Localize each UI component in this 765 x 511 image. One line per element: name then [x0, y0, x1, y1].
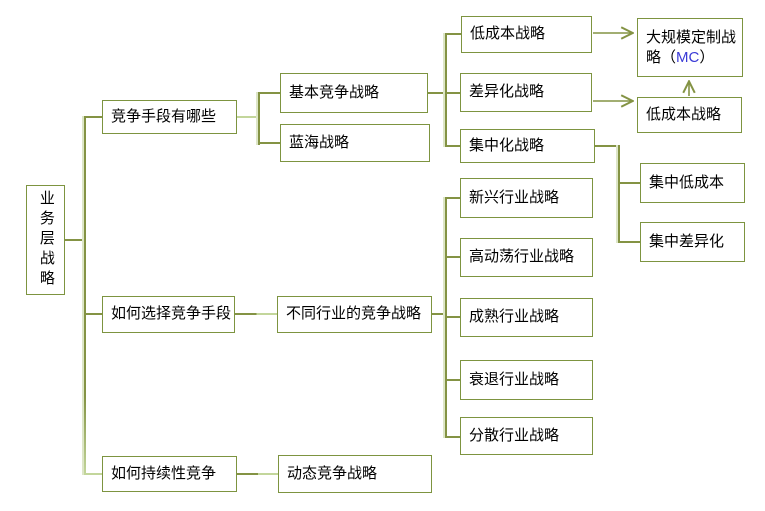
node-mass-customization[interactable]: 大规模定制战略（MC）	[637, 18, 743, 77]
node-label: 低成本战略	[646, 105, 722, 123]
connector-industry-bracket	[432, 313, 446, 315]
connector-to-turbulent	[445, 256, 461, 258]
node-label: 动态竞争战略	[287, 464, 378, 482]
node-label: 分散行业战略	[469, 426, 560, 444]
node-branch-choose[interactable]: 如何选择竞争手段	[102, 296, 235, 333]
node-root-label: 业务层战略	[37, 190, 55, 290]
connector-to-emerging	[445, 197, 461, 199]
connector-to-focus-low-cost	[618, 182, 641, 184]
connector-basic-bracket	[428, 92, 461, 94]
node-label: 差异化战略	[469, 83, 545, 101]
connector-to-basic	[258, 92, 281, 94]
node-turbulent-industry[interactable]: 高动荡行业战略	[460, 238, 593, 277]
connector-trunk-branch-sustain	[84, 473, 103, 475]
node-low-cost[interactable]: 低成本战略	[461, 16, 592, 53]
connector-trunk-branch-choose	[84, 313, 103, 315]
node-focus-strategy[interactable]: 集中化战略	[460, 129, 595, 163]
mass-custom-line1: 大规模定制	[646, 28, 722, 46]
connector-means-bracket	[237, 116, 259, 118]
connector-to-low-cost	[445, 33, 462, 35]
mass-custom-mc: MC	[676, 48, 700, 66]
node-low-cost-2[interactable]: 低成本战略	[637, 97, 742, 133]
node-fragmented-industry[interactable]: 分散行业战略	[460, 417, 593, 455]
node-emerging-industry[interactable]: 新兴行业战略	[460, 178, 593, 218]
mass-custom-line2-prefix: 战略（	[646, 28, 737, 66]
node-label: 高动荡行业战略	[469, 248, 575, 266]
node-industry-diff[interactable]: 不同行业的竞争战略	[277, 296, 432, 333]
node-focus-differentiation[interactable]: 集中差异化	[640, 222, 745, 262]
connector-trunk	[84, 116, 86, 475]
node-label: 如何持续性竞争	[111, 464, 217, 482]
node-label: 大规模定制战略（MC）	[646, 28, 738, 68]
node-basic-strategy[interactable]: 基本竞争战略	[280, 73, 428, 113]
node-mature-industry[interactable]: 成熟行业战略	[460, 298, 593, 337]
node-blue-ocean[interactable]: 蓝海战略	[280, 124, 430, 162]
node-label: 成熟行业战略	[469, 308, 560, 326]
node-declining-industry[interactable]: 衰退行业战略	[460, 360, 593, 400]
node-branch-means[interactable]: 竞争手段有哪些	[102, 100, 237, 134]
connector-choose-industry	[235, 313, 278, 315]
node-label: 不同行业的竞争战略	[286, 305, 422, 323]
mass-custom-line2-suffix: ）	[699, 48, 715, 66]
node-root[interactable]: 业务层战略	[26, 185, 65, 295]
node-label: 如何选择竞争手段	[111, 305, 232, 323]
node-focus-low-cost[interactable]: 集中低成本	[640, 163, 745, 203]
connector-sustain-dynamic	[237, 473, 279, 475]
node-label: 新兴行业战略	[469, 188, 560, 206]
connector-bracket-generic	[445, 33, 447, 147]
node-label: 集中化战略	[469, 136, 545, 154]
node-label: 低成本战略	[470, 25, 546, 43]
node-label: 竞争手段有哪些	[111, 107, 217, 125]
node-label: 基本竞争战略	[289, 83, 380, 101]
connector-focus-bracket	[595, 145, 619, 147]
node-differentiation[interactable]: 差异化战略	[460, 73, 592, 112]
connector-bracket-focus	[618, 145, 620, 243]
connector-trunk-branch-means	[84, 116, 103, 118]
connector-to-fragmented	[445, 436, 461, 438]
connector-to-focus-diff	[618, 241, 641, 243]
node-label: 集中差异化	[649, 232, 725, 250]
node-dynamic-strategy[interactable]: 动态竞争战略	[278, 455, 432, 493]
connector-bracket-basic-blue	[258, 92, 260, 145]
node-label: 衰退行业战略	[469, 370, 560, 388]
connector-root-trunk	[65, 239, 85, 241]
node-label: 蓝海战略	[289, 133, 350, 151]
connector-to-declining	[445, 379, 461, 381]
connector-to-focus	[445, 145, 461, 147]
connector-to-blue-ocean	[258, 142, 281, 144]
node-label: 集中低成本	[649, 173, 725, 191]
connector-to-mature	[445, 316, 461, 318]
node-branch-sustain[interactable]: 如何持续性竞争	[102, 456, 237, 492]
